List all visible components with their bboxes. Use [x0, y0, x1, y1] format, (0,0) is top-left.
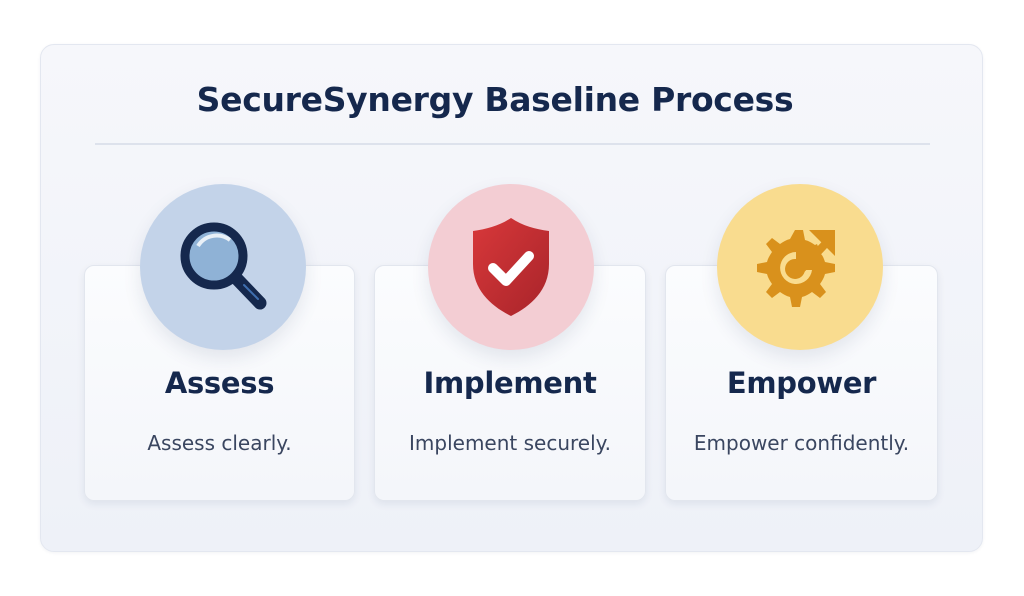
empower-icon-circle	[717, 184, 883, 350]
assess-icon-circle	[140, 184, 306, 350]
gear-arrow-icon	[757, 230, 835, 307]
title-divider	[95, 143, 930, 145]
step-title-implement: Implement	[423, 366, 597, 400]
step-desc-empower: Empower confidently.	[693, 431, 910, 455]
implement-icon-circle	[428, 184, 594, 350]
step-desc-implement: Implement securely.	[409, 431, 611, 455]
page-title: SecureSynergy Baseline Process	[196, 80, 794, 119]
step-title-assess: Assess	[164, 366, 275, 400]
search-icon	[180, 222, 267, 310]
shield-check-icon	[473, 218, 549, 316]
step-title-empower: Empower	[726, 366, 877, 400]
step-desc-assess: Assess clearly.	[147, 431, 292, 455]
